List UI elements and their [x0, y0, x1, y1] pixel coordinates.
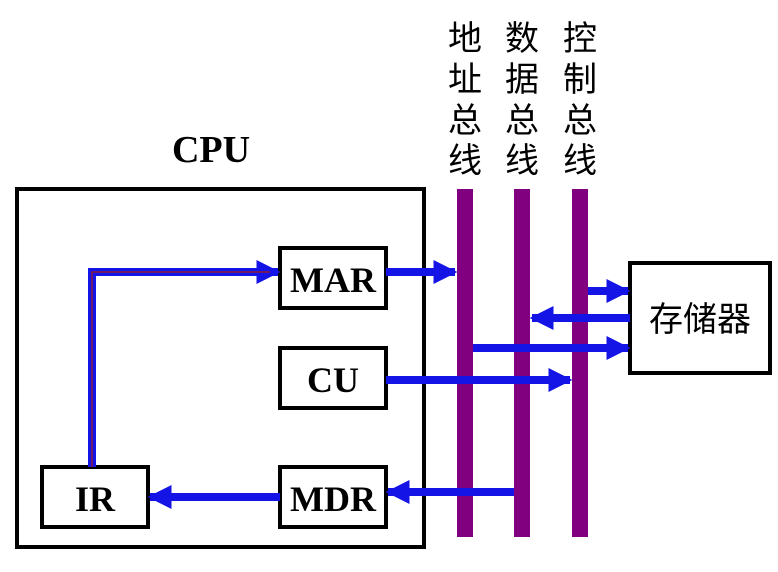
svg-text:线: 线 [505, 141, 539, 181]
ir-label: IR [75, 479, 116, 519]
svg-text:制: 制 [563, 60, 597, 100]
svg-text:数: 数 [505, 19, 539, 59]
svg-text:控: 控 [563, 19, 597, 59]
cu-box [278, 346, 388, 410]
address-bus [457, 189, 473, 537]
control-bus-label: 控 制 总 线 [563, 19, 597, 181]
svg-text:据: 据 [505, 60, 539, 100]
data-bus [514, 189, 530, 537]
svg-text:地: 地 [448, 19, 482, 59]
svg-text:线: 线 [563, 141, 597, 181]
svg-text:总: 总 [563, 101, 597, 141]
svg-text:线: 线 [448, 141, 482, 181]
svg-text:总: 总 [448, 101, 482, 141]
cu-label: CU [307, 360, 359, 400]
cpu-title: CPU [172, 129, 250, 171]
mar-label: MAR [290, 260, 377, 300]
mdr-label: MDR [290, 479, 377, 519]
svg-text:总: 总 [505, 101, 539, 141]
cpu-box [15, 187, 426, 549]
memory-label: 存储器 [649, 300, 751, 340]
control-bus [572, 189, 588, 537]
svg-text:址: 址 [448, 60, 482, 100]
address-bus-label: 地 址 总 线 [448, 19, 482, 181]
data-bus-label: 数 据 总 线 [505, 19, 539, 181]
ir-to-mar-arrow [88, 260, 281, 467]
